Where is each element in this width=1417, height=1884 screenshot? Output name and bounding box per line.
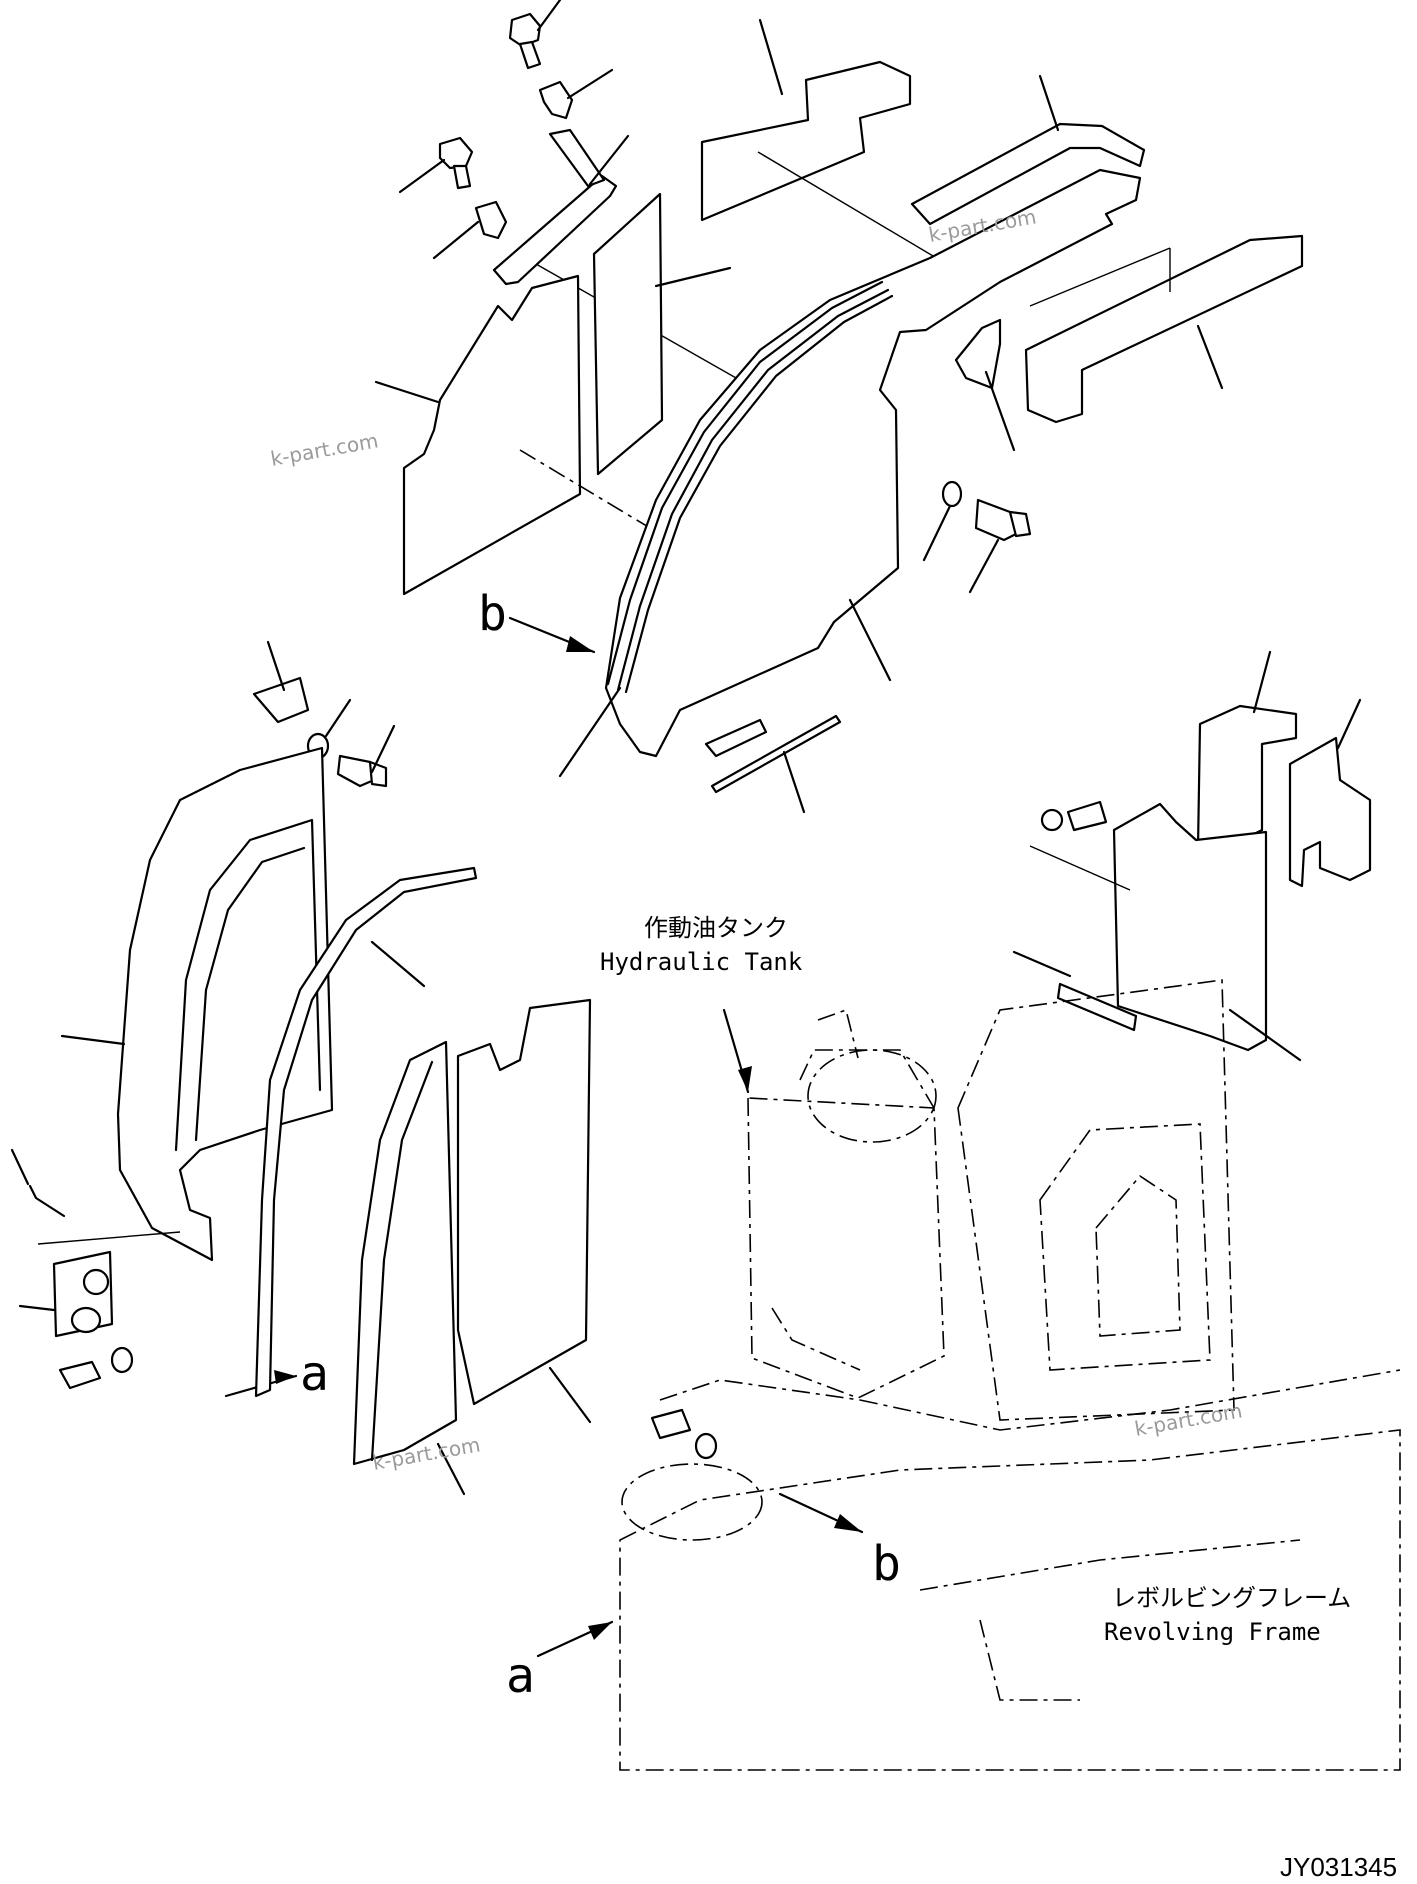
left-small-bolt [58, 1346, 134, 1390]
watermark-text: k-part.com [1133, 1398, 1244, 1441]
upper-l-foam [1024, 234, 1304, 424]
left-cover-panel [352, 1040, 466, 1496]
hydraulic-tank-label-jp: 作動油タンク [644, 914, 788, 942]
left-door-frame [60, 746, 334, 1262]
top-bolt-2 [398, 136, 474, 194]
hydraulic-tank-label-en: Hydraulic Tank [600, 948, 803, 976]
right-bracket-plate [1112, 802, 1302, 1062]
view-label-b: b [872, 1536, 901, 1592]
drawing-code: JY031345 [1280, 1852, 1397, 1882]
upper-bottom-bracket [558, 686, 768, 778]
view-label-b: b [478, 586, 507, 642]
revolving-frame-label-jp: レボルビングフレーム [1112, 1584, 1351, 1612]
upper-rod [710, 714, 842, 814]
view-arrow-b-lower: b [778, 1492, 901, 1592]
left-bolt [336, 724, 396, 788]
right-foam-2 [1288, 698, 1372, 888]
upper-foam-strip [592, 192, 732, 476]
right-rubber-strip [1012, 950, 1138, 1032]
watermark-text: k-part.com [269, 428, 380, 471]
right-foam-1 [1196, 650, 1298, 858]
upper-washer [922, 480, 963, 562]
top-clamp-2 [432, 200, 508, 260]
view-label-a: a [300, 1346, 329, 1402]
hydraulic-tank [747, 1008, 945, 1399]
upper-bolt [968, 498, 1032, 594]
left-arc-seal [254, 866, 478, 1398]
upper-foam-top [700, 18, 961, 273]
top-clamp-1 [538, 68, 614, 120]
tank-leader [722, 1008, 752, 1094]
upper-cover-panel [604, 168, 1142, 758]
left-bracket-small [252, 640, 310, 724]
view-arrow-b-upper: b [478, 586, 596, 654]
view-arrow-a-left: a [224, 1346, 329, 1402]
revolving-frame [619, 1369, 1401, 1771]
left-foam-block [456, 998, 592, 1424]
right-washer-bolt [1029, 800, 1131, 891]
left-plug-group [18, 1231, 181, 1338]
top-bolt-1 [508, 0, 562, 70]
revolving-frame-label-en: Revolving Frame [1104, 1618, 1321, 1646]
left-pin [10, 1148, 66, 1218]
radiator-frame [957, 979, 1235, 1421]
upper-small-arc-piece [954, 318, 1016, 452]
view-label-a: a [506, 1648, 535, 1704]
lower-bolt [650, 1408, 718, 1460]
top-bracket [492, 128, 881, 461]
view-arrow-a-lower: a [506, 1620, 614, 1704]
upper-arc-seal [910, 74, 1146, 226]
